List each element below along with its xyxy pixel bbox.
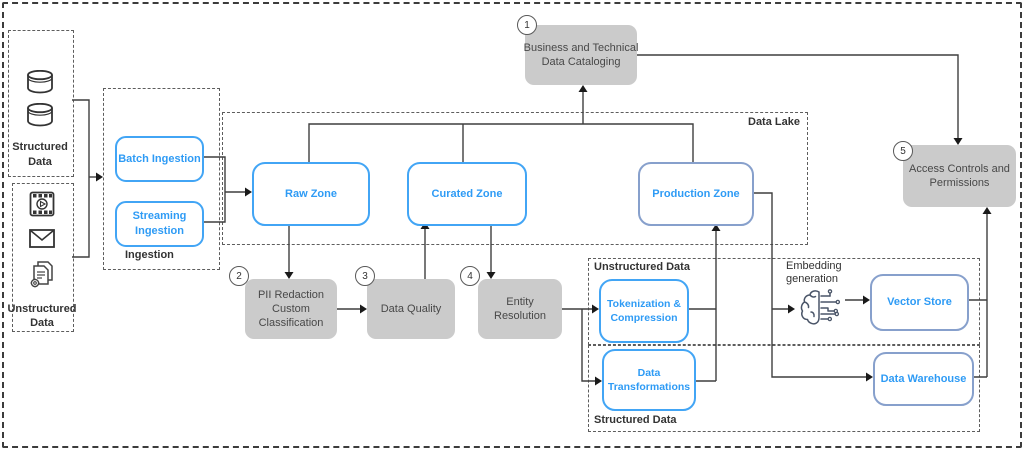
data-transformations-node: Data Transformations (602, 349, 696, 411)
curated-zone-node: Curated Zone (407, 162, 527, 226)
video-file-icon (29, 191, 55, 222)
batch-ingestion-label: Batch Ingestion (118, 152, 201, 165)
unstructured-serving-label: Unstructured Data (594, 261, 690, 273)
vector-store-label: Vector Store (887, 296, 952, 309)
unstructured-source: Unstructured Data (7, 183, 77, 330)
step-badge-2: 2 (229, 266, 249, 286)
raw-zone-node: Raw Zone (252, 162, 370, 226)
data-transformations-label: Data Transformations (607, 366, 691, 393)
data-quality-node: Data Quality (367, 279, 455, 339)
step-badge-1: 1 (517, 15, 537, 35)
streaming-ingestion-label: Streaming Ingestion (132, 210, 187, 237)
embedding-brain-icon (798, 288, 842, 331)
ingestion-label: Ingestion (125, 249, 174, 261)
email-icon (29, 229, 55, 253)
step-badge-5: 5 (893, 141, 913, 161)
database-icon (25, 103, 55, 132)
tokenization-compression-node: Tokenization & Compression (599, 279, 689, 343)
structured-source-label: Structured Data (12, 141, 68, 168)
step-badge-4: 4 (460, 266, 480, 286)
document-processing-icon (29, 260, 56, 294)
structured-source: Structured Data (8, 30, 72, 175)
data-warehouse-node: Data Warehouse (873, 352, 974, 406)
data-warehouse-label: Data Warehouse (880, 372, 967, 385)
batch-ingestion-node: Batch Ingestion (115, 136, 204, 182)
production-zone-node: Production Zone (638, 162, 754, 226)
embedding-generation-label: Embedding generation (786, 260, 842, 285)
vector-store-node: Vector Store (870, 274, 969, 331)
pii-redaction-node: PII Redaction Custom Classification (245, 279, 337, 339)
production-zone-label: Production Zone (652, 187, 740, 200)
structured-serving-label: Structured Data (594, 414, 677, 426)
curated-zone-label: Curated Zone (431, 187, 503, 200)
database-icon (25, 70, 55, 99)
unstructured-source-label: Unstructured Data (7, 303, 77, 330)
access-controls-node: Access Controls and Permissions (903, 145, 1016, 207)
streaming-ingestion-node: Streaming Ingestion (115, 201, 204, 247)
data-cataloging-node: Business and Technical Data Cataloging (524, 25, 638, 85)
step-badge-3: 3 (355, 266, 375, 286)
entity-resolution-node: Entity Resolution (478, 279, 562, 339)
raw-zone-label: Raw Zone (285, 187, 337, 200)
tokenization-compression-label: Tokenization & Compression (607, 297, 681, 324)
